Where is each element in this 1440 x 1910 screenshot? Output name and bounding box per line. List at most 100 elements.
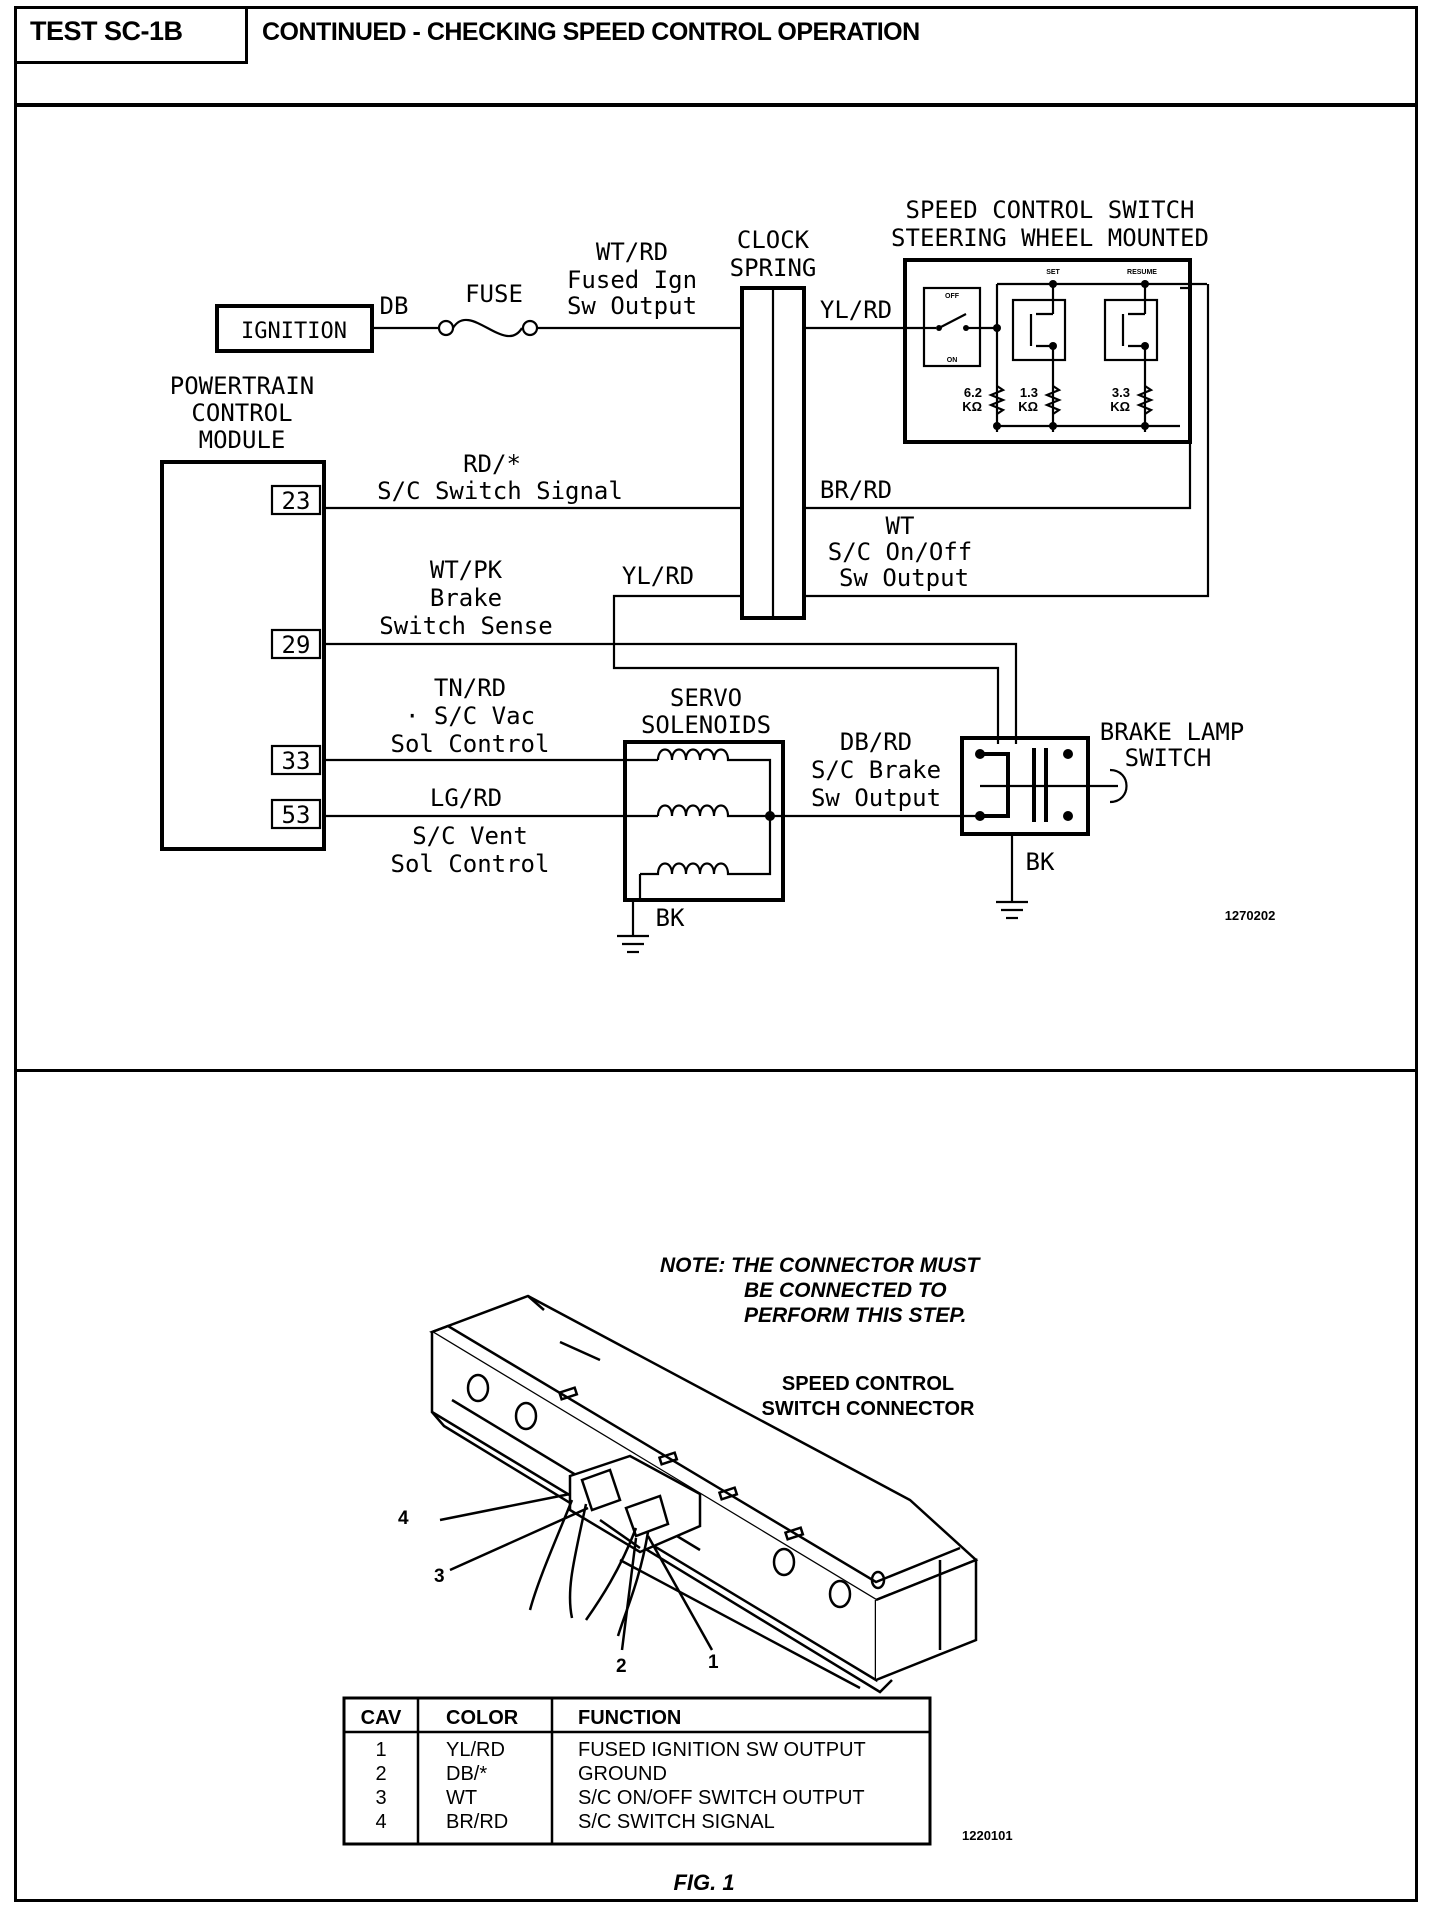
pin-23-label: 23 [282, 487, 311, 515]
pin-53-label: 53 [282, 801, 311, 829]
figure-number: 1220101 [962, 1828, 1013, 1843]
sol-control-label-2: Sol Control [391, 850, 550, 878]
resistor-1k3 [1044, 385, 1062, 415]
solenoid-coils [640, 748, 772, 876]
pin-53 [270, 798, 322, 830]
table-cell: FUSED IGNITION SW OUTPUT [578, 1739, 866, 1761]
sw-output-label: Sw Output [839, 564, 969, 592]
clock-spring-label-1: CLOCK [737, 226, 810, 254]
servo-solenoids-box [623, 740, 785, 902]
sc-onoff-label: S/C On/Off [828, 538, 973, 566]
sol-control-label-1: Sol Control [391, 730, 550, 758]
table-cell: S/C SWITCH SIGNAL [578, 1811, 775, 1833]
table-cell: WT [446, 1787, 477, 1809]
brake-lamp-label-1: BRAKE LAMP [1100, 718, 1245, 746]
speed-control-label-1: SPEED CONTROL SWITCH [906, 196, 1195, 224]
table-cell: 3 [375, 1787, 386, 1809]
table-cell: GROUND [578, 1763, 667, 1785]
callout-4: 4 [398, 1508, 409, 1529]
resume-label: RESUME [1127, 269, 1157, 276]
table-cell: BR/RD [446, 1811, 508, 1833]
table-header-cav: CAV [361, 1707, 402, 1729]
pin-29 [270, 628, 322, 660]
table-cell: DB/* [446, 1763, 487, 1785]
speed-control-label-2: STEERING WHEEL MOUNTED [891, 224, 1209, 252]
set-label: SET [1046, 269, 1060, 276]
sc-brake-label: S/C Brake [811, 756, 941, 784]
test-id: TEST SC-1B [30, 16, 183, 46]
pin-29-label: 29 [282, 631, 311, 659]
wt-pk-label: WT/PK [430, 556, 503, 584]
sc-vent-label: S/C Vent [412, 822, 528, 850]
table-cell: S/C ON/OFF SWITCH OUTPUT [578, 1787, 865, 1809]
figure-caption: FIG. 1 [673, 1870, 734, 1895]
brake-lamp-label-2: SWITCH [1125, 744, 1212, 772]
table-cell: YL/RD [446, 1739, 505, 1761]
cavity-table: CAV COLOR FUNCTION 1 YL/RD FUSED IGNITIO… [342, 1696, 932, 1846]
ground-symbol-1 [617, 934, 649, 954]
servo-label-2: SOLENOIDS [641, 711, 771, 739]
ground-symbol-2 [996, 900, 1028, 920]
connector-illustration [429, 1294, 979, 1694]
switch-sense-label: Switch Sense [379, 612, 552, 640]
br-rd-label: BR/RD [820, 476, 892, 504]
fused-ign-line2: Sw Output [567, 292, 697, 320]
pcm-label-2: CONTROL [191, 399, 292, 427]
brake-sw-output-label: Sw Output [811, 784, 941, 812]
res1-unit: KΩ [962, 399, 982, 414]
sc-vac-label: · S/C Vac [405, 702, 535, 730]
ignition-label: IGNITION [241, 319, 347, 344]
resistor-3k3 [1136, 385, 1154, 415]
callout-2: 2 [616, 1656, 627, 1677]
fuse-label: FUSE [465, 280, 523, 308]
res3-unit: KΩ [1110, 399, 1130, 414]
clock-spring [740, 286, 806, 620]
section-divider [14, 1069, 1418, 1072]
res2-value: 1.3 [1020, 385, 1038, 400]
page-frame [14, 6, 1418, 1902]
yl-rd-mid-label: YL/RD [622, 562, 694, 590]
brake-label: Brake [430, 584, 502, 612]
header-rule [14, 103, 1418, 107]
res2-unit: KΩ [1018, 399, 1038, 414]
wt-label: WT [886, 512, 915, 540]
table-cell: 2 [375, 1763, 386, 1785]
yl-rd-top-label: YL/RD [820, 296, 892, 324]
pin-23 [270, 484, 322, 516]
pcm-label-3: MODULE [199, 426, 286, 454]
connector-label-2: SWITCH CONNECTOR [762, 1398, 976, 1420]
fused-ign-line1: Fused Ign [567, 266, 697, 294]
bk-label-1: BK [656, 904, 685, 932]
callout-1: 1 [708, 1652, 719, 1673]
bk-label-2: BK [1026, 848, 1055, 876]
sc-switch-signal-label: S/C Switch Signal [377, 477, 623, 505]
note-line-1: NOTE: THE CONNECTOR MUST [660, 1254, 981, 1277]
servo-label-1: SERVO [670, 684, 742, 712]
fused-ign-color: WT/RD [596, 238, 668, 266]
lg-rd-label: LG/RD [430, 784, 502, 812]
table-cell: 4 [375, 1811, 386, 1833]
test-id-box [14, 6, 248, 64]
brake-switch-contacts [975, 748, 1128, 822]
note-line-3: PERFORM THIS STEP. [744, 1304, 966, 1327]
page-title: CONTINUED - CHECKING SPEED CONTROL OPERA… [262, 18, 920, 46]
off-label: OFF [945, 293, 960, 300]
schematic-figure-number: 1270202 [1225, 908, 1276, 923]
db-wire-label: DB [380, 292, 409, 320]
note-line-2: BE CONNECTED TO [744, 1279, 947, 1302]
pin-33 [270, 744, 322, 776]
res3-value: 3.3 [1112, 385, 1130, 400]
callout-3: 3 [434, 1566, 445, 1587]
table-header-function: FUNCTION [578, 1707, 681, 1729]
resistor-6k2 [988, 385, 1006, 415]
pcm-box [160, 460, 326, 851]
fuse-symbol [437, 319, 539, 337]
rd-star-label: RD/* [463, 450, 521, 478]
clock-spring-label-2: SPRING [730, 254, 817, 282]
pcm-label-1: POWERTRAIN [170, 372, 315, 400]
res1-value: 6.2 [964, 385, 982, 400]
pin-33-label: 33 [282, 747, 311, 775]
table-cell: 1 [375, 1739, 386, 1761]
tn-rd-label: TN/RD [434, 674, 506, 702]
